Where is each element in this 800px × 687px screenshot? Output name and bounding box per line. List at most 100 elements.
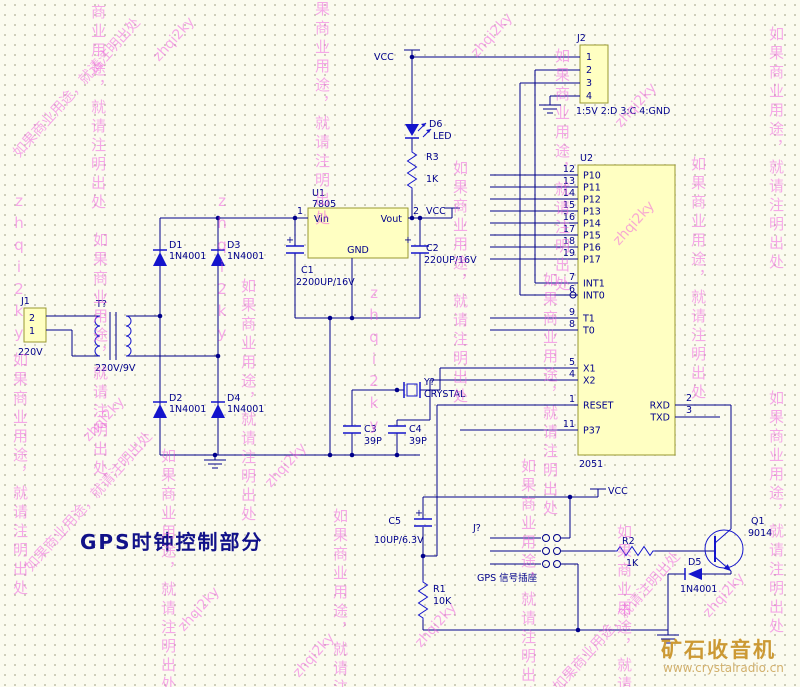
u2-pin-name: P15 [583,231,601,242]
j2-pin-1: 1 [586,52,592,63]
d1-value: 1N4001 [169,251,206,262]
cap-c1-symbol [285,245,305,254]
bridge-diode-d2 [152,401,168,419]
crystal-symbol [403,382,421,398]
d2-value: 1N4001 [169,404,206,415]
u2-pin-number: 5 [569,357,575,368]
resistor-r2-symbol [614,546,656,556]
u2-pin-name: T1 [582,314,595,325]
labels: VCC VCC VCC J2 1 2 3 4 1:5V 2:D 3:C 4:GN… [18,33,772,607]
u2-pin-name: P16 [583,243,601,254]
u2-pin-number: 13 [563,176,575,187]
c2-value: 220UP/16V [424,255,477,266]
u2-pin-number: 18 [563,236,575,247]
bridge-diode-d3 [210,249,226,267]
u2-value: 2051 [579,459,603,470]
brand-name: 矿石收音机 [661,638,776,662]
u2-pin-name: P37 [583,426,601,437]
u2-pin-number: 17 [563,224,575,235]
cap-c4-symbol [387,425,407,434]
j1-body [23,307,47,343]
led-d6-symbol [405,122,432,139]
u2-pin-number: 1 [569,394,575,405]
page-title: GPS时钟控制部分 [80,530,264,554]
u2-pin-name: P11 [583,183,601,194]
d5-ref: D5 [688,557,701,568]
c5-value: 10UP/6.3V [374,535,424,546]
u2-pin-name: P17 [583,255,601,266]
d4-ref: D4 [227,393,240,404]
r1-value: 10K [433,596,452,607]
d3-ref: D3 [227,240,240,251]
u2-pin-number: 12 [563,164,575,175]
vcc-label-mid: VCC [426,206,446,217]
j1-ref: J1 [20,296,30,307]
j2-body [579,44,609,104]
u2-pin-name: INT1 [583,279,605,290]
u2-pin-number: 16 [563,212,575,223]
c5-plus: + [415,508,423,519]
r3-value: 1K [426,174,439,185]
transistor-q1-symbol [704,528,744,572]
vcc-label-bottom: VCC [608,486,628,497]
j2-note: 1:5V 2:D 3:C 4:GND [576,106,670,117]
d4-value: 1N4001 [227,404,264,415]
d2-ref: D2 [169,393,182,404]
r2-ref: R2 [622,536,635,547]
d1-ref: D1 [169,240,182,251]
c1-value: 2200UP/16V [296,277,355,288]
u1-pin2-num: 2 [413,206,419,217]
crystal-value: CRYSTAL [424,389,466,400]
u2-pin-name: RESET [583,401,614,412]
u1-pin-vin: Vin [314,214,329,225]
u1-value: 7805 [312,199,336,210]
q1-ref: Q1 [751,516,765,527]
r1-ref: R1 [433,584,446,595]
u2-pin-number: 7 [569,272,575,283]
u2-pin-number: 14 [563,188,575,199]
j2-pin-2: 2 [586,65,592,76]
u1-body [307,207,409,259]
j2-pin-4: 4 [586,91,592,102]
j1-pin-1: 1 [29,326,35,337]
gps-socket-symbol [542,534,561,568]
u2-body [577,164,676,456]
j1-pin-2: 2 [29,313,35,324]
u2-pin-name: X1 [583,364,596,375]
cap-c5-symbol [413,518,433,527]
d3-value: 1N4001 [227,251,264,262]
u1-ref: U1 [312,188,325,199]
u2-pin-name: TXD [649,413,670,424]
d6-ref: D6 [429,119,442,130]
resistor-r3-symbol [407,149,417,191]
u2-pin-number: 4 [569,369,575,380]
u2-ref: U2 [580,153,593,164]
c3-value: 39P [364,436,382,447]
jgps-ref: J? [472,523,481,534]
u2-pin-name: P10 [583,171,601,182]
r2-value: 1K [626,558,639,569]
u2-pin-name: X2 [583,376,596,387]
transformer-ref: T? [95,299,107,310]
c5-ref: C5 [388,516,401,527]
u2-pin-number: 15 [563,200,575,211]
u2-pin-number: 8 [569,319,575,330]
c1-plus: + [286,235,294,246]
transformer-symbol [94,315,132,357]
u2-pin-name: P13 [583,207,601,218]
u1-pin-gnd: GND [347,245,369,256]
q1-value: 9014 [748,528,772,539]
resistor-r1-symbol [418,579,428,621]
brand-url: www.crystalradio.cn [663,661,784,675]
d6-value: LED [433,131,452,142]
diode-d5-symbol [684,568,702,580]
c2-ref: C2 [426,243,439,254]
wires [46,49,732,631]
crystal-ref: Y? [423,377,435,388]
c1-ref: C1 [301,265,314,276]
u2-pin-number: 9 [569,307,575,318]
junction-dots [157,54,581,633]
u1-pin1-num: 1 [297,206,303,217]
u2-pin-number: 2 [686,393,692,404]
